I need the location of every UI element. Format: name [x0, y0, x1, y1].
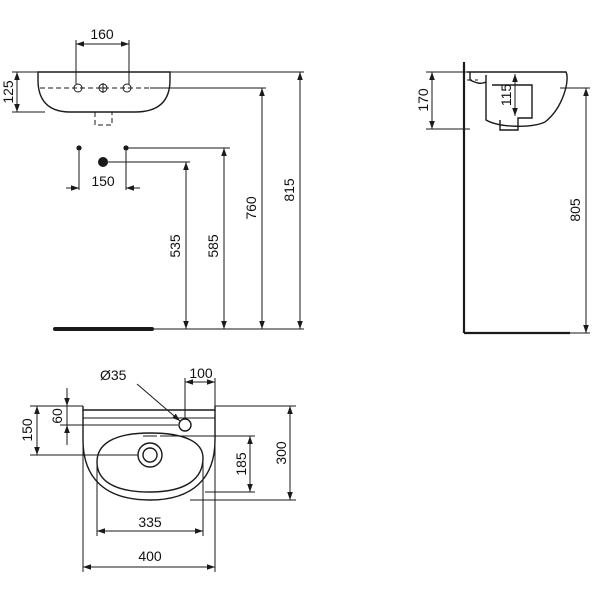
front-basin-outline [37, 71, 171, 126]
plan-depth-60-label: 60 [49, 408, 65, 424]
front-height-815-label: 815 [281, 178, 297, 202]
front-height-760-dimension: 760 [243, 88, 265, 329]
side-depth-115-dimension: 115 [498, 74, 518, 116]
plan-depth-150-dimension: 150 [19, 405, 138, 456]
front-height-535-dimension: 535 [167, 162, 189, 329]
front-tap-spacing-dimension: 160 [75, 26, 130, 84]
plan-depth-150-label: 150 [19, 418, 35, 442]
front-basin-height-dimension: 125 [0, 71, 45, 113]
front-height-535-label: 535 [167, 234, 183, 258]
side-basin-profile [467, 71, 568, 131]
plan-tap-hole-diameter-dimension: Ø35 [100, 367, 181, 422]
plan-tap-offset-dimension: 100 [184, 365, 216, 419]
front-height-815-dimension: 815 [281, 72, 303, 329]
plan-overall-depth-label: 300 [273, 441, 289, 465]
plan-bowl-width-label: 335 [138, 514, 162, 530]
front-basin-height-label: 125 [0, 80, 16, 104]
front-tap-spacing-label: 160 [90, 26, 114, 42]
front-height-760-label: 760 [243, 196, 259, 220]
front-tap-holes [73, 83, 132, 93]
plan-overall-depth-dimension: 300 [190, 405, 296, 501]
plan-depth-60-dimension: 60 [49, 388, 178, 445]
plan-view: Ø35 100 150 60 185 [19, 365, 296, 572]
front-height-585-dimension: 585 [205, 148, 227, 329]
side-depth-170-label: 170 [415, 88, 431, 112]
front-view: 160 125 150 [0, 26, 304, 331]
plan-basin-outline [82, 406, 216, 501]
side-view: 170 115 805 [415, 62, 590, 335]
plan-tap-hole [178, 418, 192, 432]
side-height-805-dimension: 805 [560, 87, 590, 334]
plan-bowl-width-dimension: 335 [96, 458, 204, 536]
front-height-585-label: 585 [205, 234, 221, 258]
front-height-extension-lines [108, 71, 304, 163]
plan-overall-width-dimension: 400 [82, 440, 216, 572]
waste-outlet-icon [98, 157, 108, 167]
plan-tap-offset-label: 100 [189, 365, 213, 381]
side-depth-115-label: 115 [498, 84, 514, 107]
side-height-805-label: 805 [567, 198, 583, 222]
front-inlet-spacing-label: 150 [91, 173, 115, 189]
plan-waste-outlet [137, 435, 163, 468]
plan-tap-hole-diameter-label: Ø35 [100, 367, 127, 383]
side-wall [462, 62, 570, 335]
front-supply-inlets: 150 [66, 145, 140, 191]
plan-bowl-depth-dimension: 185 [160, 435, 255, 493]
side-depth-170-dimension: 170 [415, 71, 470, 130]
plan-overall-width-label: 400 [138, 548, 162, 564]
plan-bowl-depth-label: 185 [233, 452, 249, 476]
